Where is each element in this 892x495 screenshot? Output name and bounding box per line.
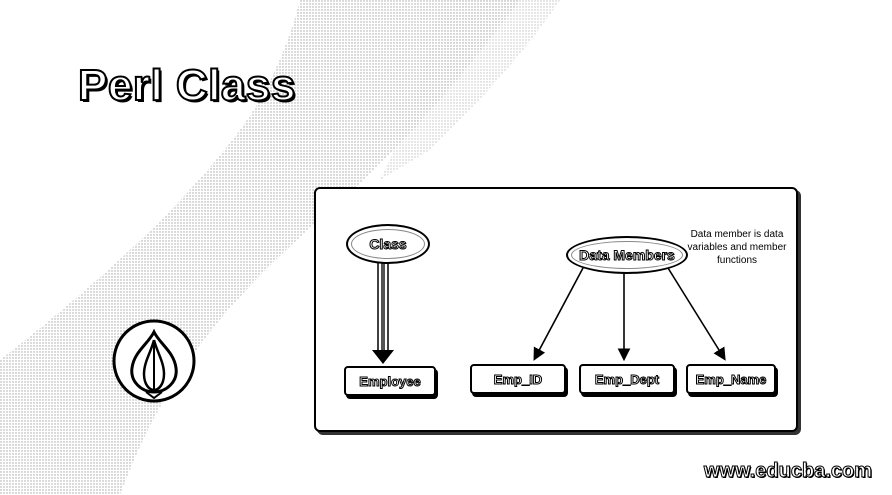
class-node: Class (346, 224, 430, 264)
page-title: Perl Class (77, 60, 296, 111)
class-to-employee-arrow (372, 261, 394, 364)
emp-name-node: Emp_Name (686, 364, 776, 394)
emp-dept-node: Emp_Dept (579, 364, 675, 394)
emp-id-node: Emp_ID (470, 364, 566, 394)
data-members-note: Data member is data variables and member… (687, 229, 787, 266)
arrow-to-emp-name (667, 267, 726, 361)
arrow-to-emp-id (533, 267, 584, 361)
perl-onion-icon (112, 319, 196, 403)
data-members-node: Data Members (566, 236, 688, 274)
employee-node: Employee (344, 366, 436, 396)
site-url[interactable]: www.educba.com (703, 460, 872, 483)
